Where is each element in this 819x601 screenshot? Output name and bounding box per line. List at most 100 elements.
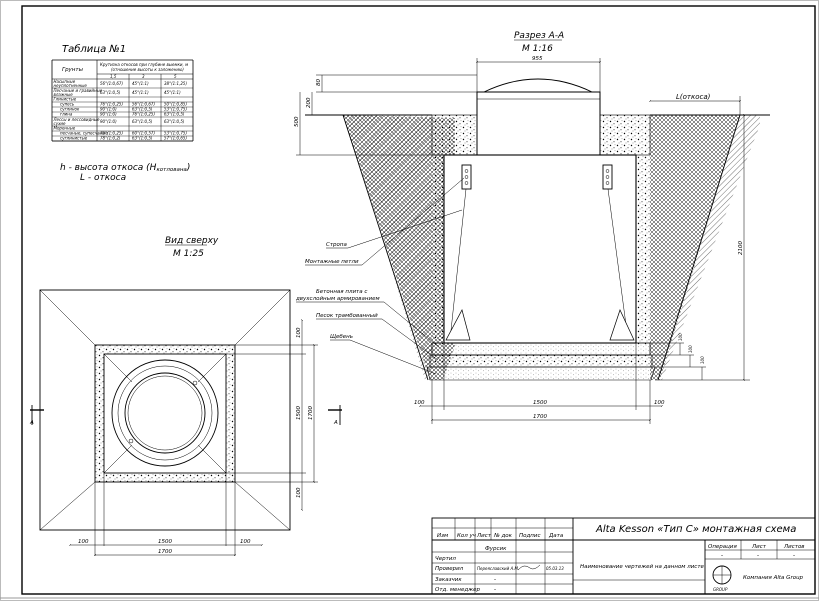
soil-right [650,115,740,380]
table-cell: 56°(1:0,67) [100,81,123,86]
table-row-name: суглинистые [60,136,88,141]
svg-text:Лист: Лист [751,544,767,550]
table-cell: 78°(1:0,2) [100,136,121,141]
project-title: Alta Kesson «Тип С» монтажная схема [595,524,796,535]
svg-text:Фурсик: Фурсик [485,546,507,552]
svg-text:Листов: Листов [783,544,805,550]
table-cell: 50°(1:0,85) [164,102,187,107]
signature [517,564,541,571]
table-row-name: Глинистые [54,97,77,102]
svg-text:-: - [793,553,795,559]
legend: h - высота откоса (Нкотлована) L - откос… [60,163,190,183]
table-row-name: глина [60,112,73,117]
dim-100-right: 100 [654,400,665,406]
table-header-soil: Грунты [62,67,84,73]
table-row-name: Песчаные и гравийные [54,88,103,93]
label-sand: Песок трамбованный [316,313,378,319]
table-row-name: Лессы и лессовидные [53,117,101,122]
table-cell: 45°(1:1) [132,81,149,86]
table-cell: 76°(1:0,25) [132,112,155,117]
table-cell: 63°(1:0,5) [132,136,153,141]
svg-text:Кол уч: Кол уч [457,533,477,539]
svg-text:Лист: Лист [476,533,492,539]
svg-text:-: - [494,587,496,593]
cut-mark-right: А [333,420,338,426]
dim-1700-h: 1700 [158,549,172,555]
table-cell: 56°(1:0,67) [132,102,155,107]
table-header-slope: Крутизна откосов при глубине выемки, м [100,62,188,67]
svg-text:100: 100 [78,539,89,545]
svg-text:05.03.13: 05.03.13 [546,566,564,571]
dim-l-slope: L(откоса) [676,93,711,101]
dim-1700-v: 1700 [308,406,314,420]
table-row-name: супесь [60,102,75,107]
table-cell: 63°(1:0,5) [164,112,185,117]
svg-text:-: - [494,577,496,583]
dim-955: 955 [532,56,543,62]
table-row-name: суглинок [60,107,80,112]
caisson-plan [103,353,227,474]
label-strap: Стропа [326,242,347,248]
table-cell: 53°(1:0,75) [164,131,187,136]
svg-text:Дата: Дата [548,533,564,539]
table-cell: 53°(1:0,75) [164,107,187,112]
strap-left [449,188,467,341]
table-row-name: неуплотненные [54,83,88,88]
svg-text:100: 100 [688,345,693,353]
dim-2100: 2100 [738,241,744,255]
svg-text:Переяславский А.М.: Переяславский А.М. [477,566,519,571]
dim-80: 80 [316,79,322,86]
label-slab-1: Бетонная плита с [316,289,367,295]
company-logo-text: GROUP [713,587,728,592]
label-mounting-loops: Монтажные петли [305,259,359,265]
label-slab-2: двухслойным армированием [295,296,380,302]
table-cell: 63°(1:0,5) [132,119,153,124]
lid-outer [111,359,219,467]
drawing-name: Наименование чертежей на данном листе [580,564,705,570]
sand-layer [429,354,653,368]
cut-mark-left: А [29,420,34,426]
svg-text:100: 100 [240,539,251,545]
table-cell: 38°(1:1,25) [164,81,187,86]
dim-200: 200 [306,97,312,108]
table-cell: 63°(1:0,5) [132,107,153,112]
concrete-slab [431,342,651,356]
table-row-name: Насыпные [54,79,76,84]
gravel-layer [426,366,656,381]
dim-500: 500 [294,116,300,127]
table-row-name: сухие [54,121,67,126]
svg-text:100: 100 [296,327,302,338]
svg-text:Отд. менеджер: Отд. менеджер [435,587,480,593]
table-cell: 76°(1:0,25) [100,102,123,107]
table-depth-0: 1,5 [110,74,117,79]
plan-title: Вид сверху [165,236,219,246]
svg-text:100: 100 [678,333,683,341]
caisson-body [443,154,637,344]
dim-1500-v: 1500 [296,406,302,420]
neck-circle [124,372,206,454]
section-scale: М 1:16 [522,44,553,54]
svg-text:Проверил: Проверил [435,566,464,572]
company-name: Компания Alta Group [743,575,804,581]
section-view: Разрез А-А М 1:16 [294,31,770,424]
svg-text:Чертил: Чертил [435,556,456,562]
table-header-slope-2: (отношение высоты к заложению) [111,67,184,72]
svg-text:Заказчик: Заказчик [435,577,462,583]
table-cell: 63°(1:0,5) [164,119,185,124]
dim-1500-h: 1500 [158,539,172,545]
table-cell: 57°(1:0,65) [164,136,187,141]
table-cell: 45°(1:1) [132,90,149,95]
strap-right [607,188,629,341]
plan-view: Вид сверху М 1:25 100 1500 1700 1 [29,236,342,557]
legend-line-1: h - высота откоса (Нкотлована) [60,163,190,173]
table-cell: 60°(1:0,57) [132,131,155,136]
title-block: Изм Кол уч Лист № док Подпис Дата Чертил… [431,517,816,595]
svg-text:100: 100 [296,487,302,498]
table-depth-1: 3 [142,74,145,79]
label-gravel: Щебень [330,334,353,340]
plan-scale: М 1:25 [173,249,204,259]
svg-text:Операция: Операция [708,544,737,550]
table-row-name: влажные [54,92,74,97]
dim-100-left: 100 [414,400,425,406]
